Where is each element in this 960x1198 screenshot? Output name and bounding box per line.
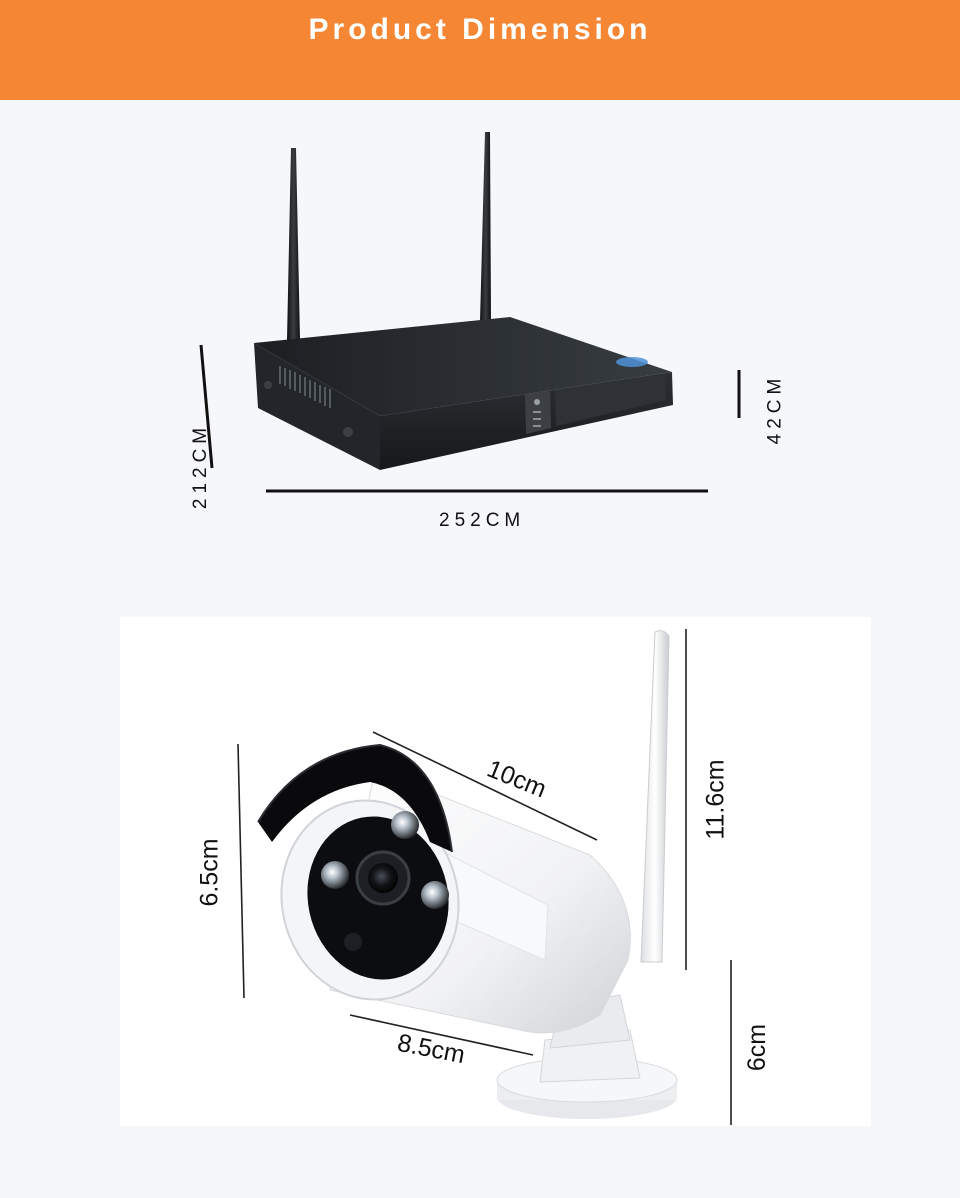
- camera-bracket-height-label: 6cm: [743, 1023, 772, 1072]
- nvr-recorder-image: [199, 132, 741, 493]
- nvr-height-line: [199, 344, 214, 469]
- camera-total-height-label: 11.6cm: [701, 759, 730, 840]
- page-title: Product Dimension: [308, 13, 652, 46]
- camera-height-label: 6.5cm: [195, 838, 224, 907]
- nvr-depth-label: 42CM: [764, 373, 786, 445]
- antenna-left: [287, 148, 300, 340]
- antenna-right: [480, 132, 491, 322]
- nvr-width-label: 252CM: [439, 510, 526, 531]
- nvr-height-label: 212CM: [190, 422, 212, 510]
- header-bar: Product Dimension: [0, 0, 960, 100]
